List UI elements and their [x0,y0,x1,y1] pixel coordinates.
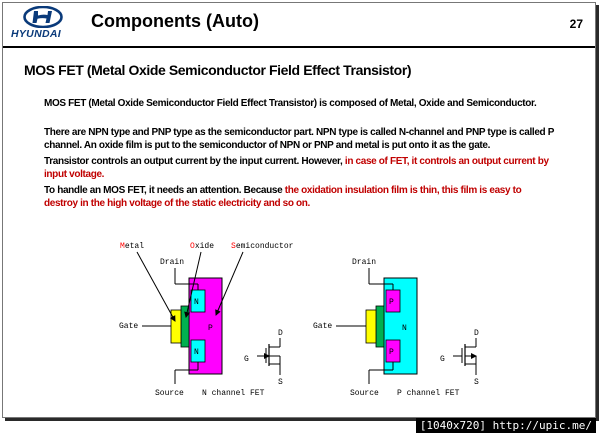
symbol-n-d-label: D [278,329,283,338]
source-label-p: Source [350,389,379,398]
n-channel-symbol: D G S [244,329,283,387]
paragraph-handling: To handle an MOS FET, it needs an attent… [44,184,554,210]
n-region-top-label: N [194,298,199,307]
semiconductor-label: Semiconductor [231,242,294,251]
n-region-bottom-label: N [194,348,199,357]
page-title: Components (Auto) [91,11,259,31]
oxide-layer-n [180,305,190,348]
symbol-p-d-label: D [474,329,479,338]
paragraph-handling-plain: To handle an MOS FET, it needs an attent… [44,185,285,196]
metal-label-initial: M [120,242,125,251]
symbol-p-s-label: S [474,378,479,387]
image-size-watermark: [1040x720] http://upic.me/ [415,418,596,433]
oxide-label-rest: xide [195,242,214,251]
gate-label-p: Gate [313,322,332,331]
paragraph-composition: MOS FET (Metal Oxide Semiconductor Field… [44,98,537,109]
paragraph-handling-highlight: the oxidation insulation film is thin, t… [44,185,522,209]
semiconductor-pointer-arrow [215,251,244,316]
p-region-top-label: P [389,298,394,307]
mosfet-diagram: Metal Oxide Semiconductor Drain Gate Sou… [119,242,479,398]
hyundai-emblem-icon [23,6,63,28]
metal-pointer-arrow [136,251,176,322]
page-number: 27 [569,17,583,31]
p-channel-symbol: D G S [440,329,479,387]
section-heading: MOS FET (Metal Oxide Semiconductor Field… [24,62,412,78]
metal-gate-n [170,309,182,344]
n-region-label: N [402,324,407,333]
symbol-n-g-label: G [244,355,249,364]
p-region-bottom-label: P [389,348,394,357]
oxide-label-initial: O [190,242,195,251]
metal-gate-p [365,309,377,344]
paragraph-control: Transistor controls an output current by… [44,155,554,181]
slide: HYUNDAI Components (Auto) 27 MOS FET (Me… [2,2,596,418]
drain-label-n: Drain [160,258,184,267]
paragraph-types: There are NPN type and PNP type as the s… [44,127,554,151]
oxide-label: Oxide [190,242,214,251]
oxide-pointer-arrow [184,251,202,318]
oxide-layer-p [375,305,385,348]
metal-label-rest: etal [125,242,144,251]
metal-label: Metal [120,242,144,251]
symbol-p-g-label: G [440,355,445,364]
source-label-n: Source [155,389,184,398]
brand-text: HYUNDAI [11,28,61,40]
drain-label-p: Drain [352,258,376,267]
n-channel-fet-label: N channel FET [202,389,265,398]
paragraph-control-plain: Transistor controls an output current by… [44,156,345,167]
p-channel-fet-label: P channel FET [397,389,460,398]
paragraph-control-highlight: in case of FET, it controls an output cu… [44,156,549,180]
n-channel-fet-diagram: Metal Oxide Semiconductor Drain Gate Sou… [119,242,294,398]
hyundai-logo: HYUNDAI [11,6,75,42]
p-region-label: P [208,324,213,333]
p-channel-fet-diagram: Drain Gate Source P channel FET P N P [313,258,460,398]
header-divider [3,46,595,48]
semiconductor-label-initial: S [231,242,236,251]
gate-label-n: Gate [119,322,138,331]
semiconductor-label-rest: emiconductor [236,242,294,251]
symbol-n-s-label: S [278,378,283,387]
